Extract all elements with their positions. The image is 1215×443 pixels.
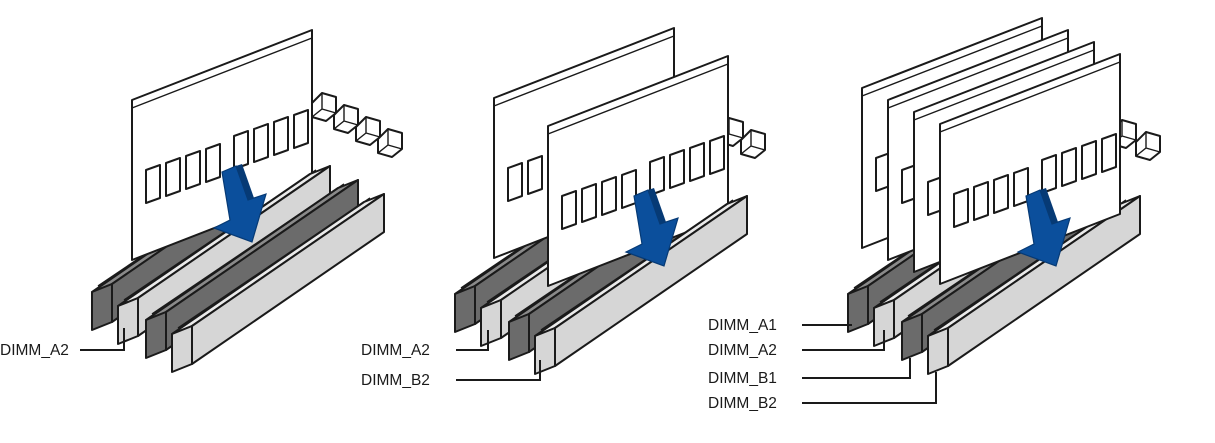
label-leader-line bbox=[456, 360, 541, 381]
slot-clip-back bbox=[355, 116, 381, 146]
label-leader-line bbox=[802, 330, 885, 351]
slot-label: DIMM_B1 bbox=[708, 370, 777, 387]
slot-label: DIMM_A2 bbox=[361, 342, 430, 359]
diagram-four-modules: DIMM_A1 DIMM_A2 DIMM_B1 DIMM_B2 bbox=[708, 18, 1161, 412]
diagram-two-modules: DIMM_A2 DIMM_B2 bbox=[361, 28, 766, 389]
label-leader-line bbox=[802, 358, 911, 379]
slot-label: DIMM_A2 bbox=[0, 342, 69, 359]
slot-clip-back bbox=[311, 92, 337, 122]
slot-clip-back bbox=[333, 104, 359, 134]
slot-clip-back bbox=[1135, 131, 1161, 161]
slot-label: DIMM_B2 bbox=[708, 395, 777, 412]
slot-label: DIMM_A1 bbox=[708, 317, 777, 334]
label-leader-line bbox=[80, 328, 125, 351]
slot-clip-back bbox=[740, 129, 766, 159]
diagram-one-module: DIMM_A2 bbox=[0, 30, 403, 373]
label-leader-line bbox=[456, 330, 489, 351]
slot-label: DIMM_A2 bbox=[708, 342, 777, 359]
label-leader-line bbox=[802, 372, 937, 404]
slot-label: DIMM_B2 bbox=[361, 372, 430, 389]
slot-clip-back bbox=[377, 128, 403, 158]
